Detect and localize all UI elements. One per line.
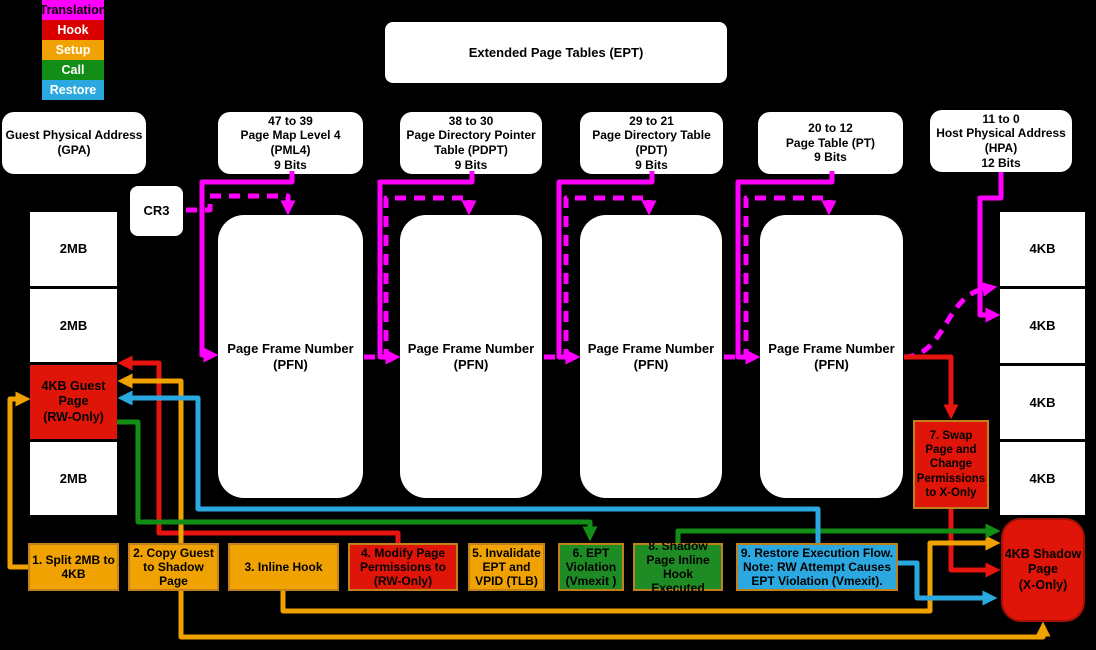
hook-step7-to-shadow-page <box>948 509 1001 578</box>
host-4kb-block-4: 4KB <box>1000 442 1085 515</box>
step-8-shadow-hook-executed: 8. Shadow Page Inline Hook Executed <box>633 539 723 595</box>
setup-step2-to-shadow-page <box>178 591 1051 640</box>
pfn-table-pml4: Page Frame Number (PFN) <box>218 215 363 498</box>
pfn-table-pdpt: Page Frame Number (PFN) <box>400 215 542 498</box>
cr3-register-box: CR3 <box>130 186 183 236</box>
shadow-page-4kb-x-only: 4KB Shadow Page (X-Only) <box>1001 518 1085 622</box>
step-5-invalidate-ept: 5. Invalidate EPT and VPID (TLB) <box>468 543 545 591</box>
legend-setup: Setup <box>42 40 104 60</box>
header-hpa: 11 to 0 Host Physical Address (HPA) 12 B… <box>930 110 1072 172</box>
legend-call: Call <box>42 60 104 80</box>
restore-step9-to-shadow-page <box>898 560 998 606</box>
step-4-modify-permissions: 4. Modify Page Permissions to (RW-Only) <box>348 543 458 591</box>
hook-pfn-to-step7 <box>904 354 959 420</box>
legend-hook: Hook <box>42 20 104 40</box>
guest-2mb-block-3: 2MB <box>30 442 117 515</box>
translation-index-hpa-line <box>977 172 1004 323</box>
guest-2mb-block-2: 2MB <box>30 289 117 362</box>
setup-step1-to-guest-page <box>7 391 31 570</box>
legend-translation: Translation <box>40 0 106 20</box>
host-4kb-block-1: 4KB <box>1000 212 1085 286</box>
step-3-inline-hook: 3. Inline Hook <box>228 543 339 591</box>
call-step8-to-shadow-page <box>675 523 1001 543</box>
setup-step2-to-guest-page <box>117 373 184 543</box>
header-pdpt: 38 to 30 Page Directory Pointer Table (P… <box>400 112 542 174</box>
step-1-split-2mb: 1. Split 2MB to 4KB <box>28 543 119 591</box>
translation-walk-pt-to-hpa <box>903 281 998 360</box>
header-gpa: Guest Physical Address (GPA) <box>2 112 146 174</box>
ept-title-box: Extended Page Tables (EPT) <box>385 22 727 83</box>
translation-walk-cr3-to-pml4 <box>186 193 296 216</box>
header-pdt: 29 to 21 Page Directory Table (PDT) 9 Bi… <box>580 112 723 174</box>
legend-restore: Restore <box>42 80 104 100</box>
guest-page-4kb-rw-only: 4KB Guest Page (RW-Only) <box>30 365 117 439</box>
header-pml4: 47 to 39 Page Map Level 4 (PML4) 9 Bits <box>218 112 363 174</box>
step-7-swap-page-box: 7. Swap Page and Change Permissions to X… <box>913 420 989 509</box>
guest-2mb-block-1: 2MB <box>30 212 117 286</box>
header-pt: 20 to 12 Page Table (PT) 9 Bits <box>758 112 903 174</box>
host-4kb-block-3: 4KB <box>1000 366 1085 439</box>
host-4kb-block-2: 4KB <box>1000 289 1085 363</box>
step-6-ept-violation: 6. EPT Violation (Vmexit ) <box>558 543 624 591</box>
pfn-table-pt: Page Frame Number (PFN) <box>760 215 903 498</box>
pfn-table-pdt: Page Frame Number (PFN) <box>580 215 722 498</box>
step-2-copy-guest: 2. Copy Guest to Shadow Page <box>128 543 219 591</box>
step-9-restore-execution: 9. Restore Execution Flow. Note: RW Atte… <box>736 543 898 591</box>
